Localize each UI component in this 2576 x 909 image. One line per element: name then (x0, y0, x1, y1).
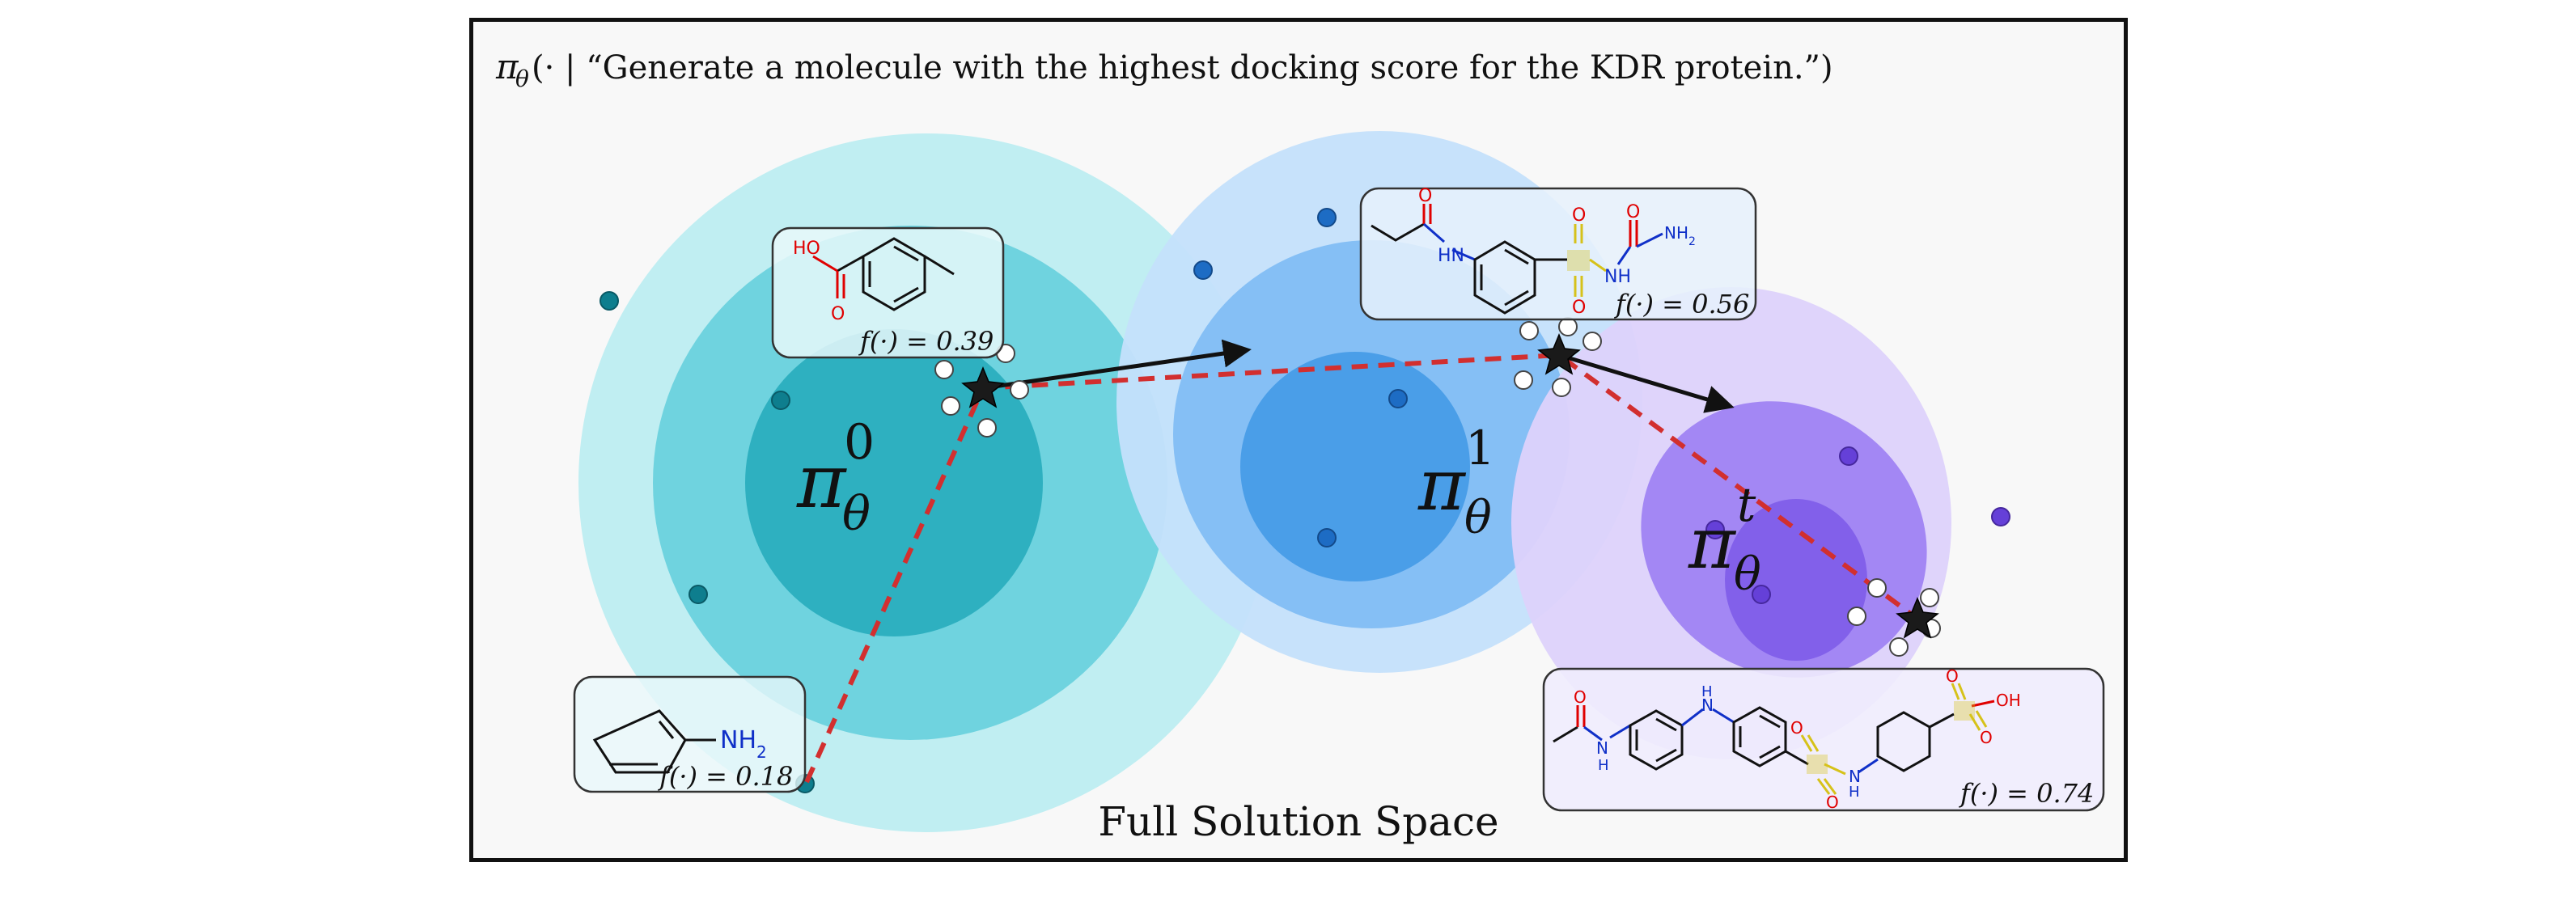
policy-t-superscript: t (1737, 477, 1756, 532)
molecule-card-3: O N H H N O O H N O O OH f(·) = 0.74 (1542, 666, 2105, 812)
molecule-3-atom-o1: O (1574, 687, 1587, 707)
optimization-trajectory (804, 352, 1919, 784)
molecule-3-atom-h3: H (1849, 784, 1860, 801)
header-policy-symbol: π (495, 47, 519, 87)
header-policy-subscript: θ (515, 66, 529, 92)
diagram-frame: π 0 θ π 1 θ π t θ NH 2 f(·) = 0.18 (469, 18, 2128, 862)
sample-point (1839, 446, 1858, 466)
molecule-3-atom-h2: H (1701, 683, 1713, 700)
policy-1-symbol: π (1417, 443, 1467, 526)
candidate-point (1552, 378, 1571, 397)
molecule-3-atom-o5: O (1980, 728, 1993, 747)
molecule-3-atom-o4: O (1946, 666, 1959, 686)
sample-point (1388, 389, 1408, 408)
sample-point (1317, 208, 1337, 227)
molecule-0-score: f(·) = 0.18 (658, 761, 793, 792)
candidates-star-t (1847, 578, 1941, 657)
molecule-3-atom-oh: OH (1996, 691, 2021, 710)
solution-space-label: Full Solution Space (1098, 798, 1498, 845)
policy-1-inner-ring (1240, 352, 1470, 581)
molecule-1-atom-o: O (831, 304, 845, 324)
molecule-2-atom-o2: O (1572, 205, 1586, 226)
molecule-3-sulfur-atom-2 (1954, 701, 1975, 721)
best-star-1 (1537, 333, 1581, 375)
candidate-point (934, 360, 954, 379)
candidate-point (1889, 637, 1909, 657)
molecule-2-atom-hn: HN (1438, 246, 1464, 266)
policy-0-label: π 0 θ (796, 414, 875, 541)
molecule-2-atom-nh2-subscript: 2 (1688, 235, 1696, 248)
candidate-point (1582, 332, 1602, 351)
molecule-card-3-box (1542, 667, 2105, 812)
sample-point (1991, 507, 2010, 526)
sample-point (600, 291, 619, 311)
molecule-2-score: f(·) = 0.56 (1614, 289, 1749, 319)
molecule-3-atom-n2: N (1701, 695, 1714, 715)
molecule-2-sulfur-atom (1567, 250, 1590, 271)
molecule-0-structure (592, 709, 716, 774)
sample-point (1705, 520, 1725, 539)
policy-0-symbol: π (796, 438, 847, 525)
policy-t-inner-ring (1725, 499, 1867, 661)
molecule-1-atom-ho: HO (793, 239, 820, 259)
molecule-2-atom-o1: O (1418, 186, 1432, 206)
policy-1-label: π 1 θ (1417, 421, 1495, 544)
policy-t-symbol: π (1688, 501, 1737, 585)
candidate-point (1867, 578, 1887, 598)
molecule-0-atom-nh: NH (720, 726, 756, 755)
policy-0-superscript: 0 (844, 414, 875, 471)
update-arrow-1-to-t (1558, 353, 1735, 413)
update-arrow-0-to-1 (982, 339, 1252, 391)
molecule-card-0: NH 2 f(·) = 0.18 (573, 675, 807, 793)
best-star-0 (961, 366, 1005, 408)
candidate-point (1010, 380, 1029, 400)
policy-0-inner-ring (745, 329, 1043, 636)
samples-policy-t (1705, 446, 2010, 604)
molecule-2-structure (1371, 204, 1663, 315)
molecule-3-score: f(·) = 0.74 (1959, 778, 2094, 809)
molecule-2-atom-o3: O (1572, 298, 1586, 318)
sample-point (1752, 585, 1771, 604)
molecule-card-1-box (771, 226, 1005, 359)
candidate-point (941, 396, 960, 416)
header-prompt: π θ (· | “Generate a molecule with the h… (495, 47, 1833, 92)
molecule-card-2-box (1359, 187, 1757, 321)
molecule-card-1: HO O f(·) = 0.39 (771, 226, 1005, 359)
candidate-point (977, 418, 997, 438)
candidate-point (1920, 588, 1939, 607)
molecule-3-atom-o2: O (1790, 718, 1803, 738)
molecule-1-score: f(·) = 0.39 (858, 326, 994, 357)
sample-point (1193, 260, 1213, 280)
policy-1-superscript: 1 (1465, 421, 1495, 476)
molecule-3-atom-n1: N (1596, 738, 1608, 758)
candidates-star-1 (1514, 317, 1602, 397)
best-star-t (1896, 597, 1939, 639)
policy-t-label: π t θ (1688, 477, 1761, 601)
candidates-star-0 (934, 344, 1029, 438)
molecule-3-atom-o3: O (1826, 793, 1839, 812)
header-policy-args: (· | “Generate a molecule with the highe… (532, 49, 1833, 87)
candidate-point (1847, 607, 1866, 626)
policy-t-subscript: θ (1734, 548, 1761, 601)
policy-1-subscript: θ (1464, 492, 1492, 544)
molecule-3-atom-n3: N (1849, 767, 1861, 786)
molecule-0-atom-subscript: 2 (756, 742, 767, 762)
molecule-3-atom-h1: H (1598, 757, 1609, 774)
sample-point (771, 391, 790, 410)
molecule-3-sulfur-atom-1 (1807, 755, 1828, 774)
samples-policy-1 (1193, 208, 1408, 548)
candidate-point (1514, 370, 1533, 390)
sample-point (1317, 528, 1337, 548)
molecule-3-structure (1553, 683, 1995, 795)
sample-point (688, 585, 708, 604)
policy-0-subscript: θ (842, 486, 871, 541)
molecule-2-atom-o4: O (1626, 202, 1640, 222)
molecule-2-atom-nh: NH (1604, 267, 1631, 287)
molecule-card-2: O HN O O NH O NH 2 f(·) = 0.56 (1359, 186, 1757, 321)
molecule-1-structure (812, 237, 955, 311)
molecule-2-atom-nh2: NH (1664, 223, 1688, 243)
candidate-point (1558, 317, 1578, 336)
solution-space-canvas: π 0 θ π 1 θ π t θ NH 2 f(·) = 0.18 (495, 47, 2105, 845)
candidate-point (1519, 321, 1539, 340)
